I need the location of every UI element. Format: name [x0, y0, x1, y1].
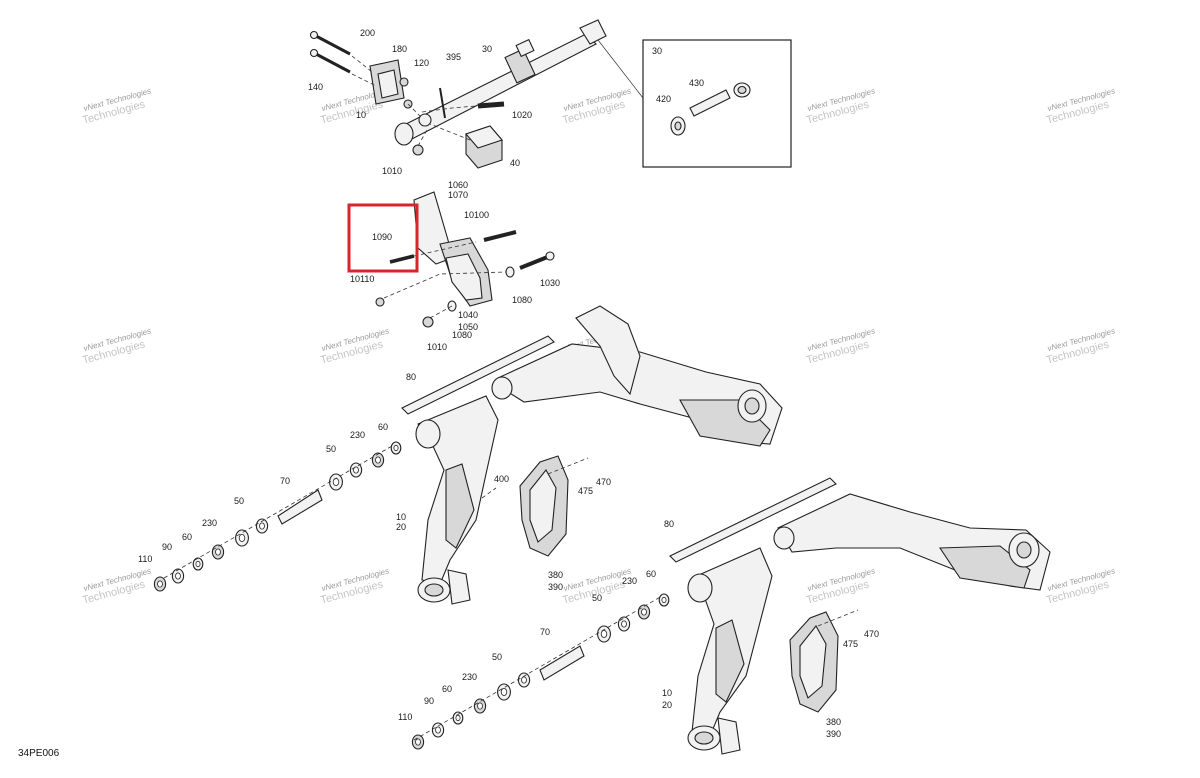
callout-label: 395 [446, 52, 461, 62]
washer-bore [157, 580, 163, 588]
washer-bore [641, 608, 647, 616]
washer-bore [353, 466, 359, 474]
callout-label: 20 [396, 522, 406, 532]
callout-label: 10110 [350, 274, 374, 284]
washer-bore [238, 534, 246, 543]
callout-label: 70 [280, 476, 290, 486]
inset-label: 430 [689, 78, 704, 88]
callout-label: 1080 [512, 295, 532, 305]
callout-layer: 2001801201403953010201010104010601070101… [138, 28, 879, 739]
inset-label: 420 [656, 94, 671, 104]
washer-bore [259, 522, 265, 530]
washer-bore [500, 688, 508, 697]
callout-label: 200 [360, 28, 375, 38]
callout-label: 1070 [448, 190, 468, 200]
washer-bore [195, 560, 201, 568]
callout-label: 1020 [512, 110, 532, 120]
washer-bore [600, 630, 608, 639]
callout-label: 230 [622, 576, 637, 586]
callout-label: 80 [406, 372, 416, 382]
callout-label: 380 [826, 717, 841, 727]
callout-label: 470 [596, 477, 611, 487]
callout-label: 10 [356, 110, 366, 120]
callout-label: 50 [326, 444, 336, 454]
callout-label: 120 [414, 58, 429, 68]
steering-shaft-assembly [309, 19, 607, 169]
callout-label: 1060 [448, 180, 468, 190]
lower-a-arm-assembly [411, 477, 1051, 755]
callout-label: 30 [482, 44, 492, 54]
washer-bore [477, 702, 483, 710]
callout-label: 10 [396, 512, 406, 522]
callout-label: 380 [548, 570, 563, 580]
washer-bore [661, 596, 667, 604]
callout-label: 230 [350, 430, 365, 440]
callout-label: 140 [308, 82, 323, 92]
callout-label: 400 [494, 474, 509, 484]
callout-label: 1040 [458, 310, 478, 320]
callout-label: 475 [843, 639, 858, 649]
callout-label: 110 [398, 712, 412, 722]
callout-label: 50 [234, 496, 244, 506]
callout-label: 80 [664, 519, 674, 529]
callout-label: 390 [826, 729, 841, 739]
callout-label: 90 [424, 696, 434, 706]
washer-bore [415, 738, 421, 746]
callout-label: 20 [662, 700, 672, 710]
callout-label: 230 [462, 672, 477, 682]
callout-label: 50 [592, 593, 602, 603]
callout-label: 1080 [452, 330, 472, 340]
upper-a-arm-assembly [153, 305, 783, 605]
callout-label: 60 [442, 684, 452, 694]
washer-bore [393, 444, 399, 452]
callout-label: 470 [864, 629, 879, 639]
callout-label: 1050 [458, 322, 478, 332]
callout-label: 10 [662, 688, 672, 698]
washer-bore [621, 620, 627, 628]
bracket-assembly [375, 191, 555, 328]
callout-label: 90 [162, 542, 172, 552]
diagram-code: 34PE006 [18, 748, 60, 759]
highlight-box [347, 203, 419, 273]
callout-label: 230 [202, 518, 217, 528]
callout-label: 475 [578, 486, 593, 496]
washer-bore [521, 676, 527, 684]
callout-label: 60 [378, 422, 388, 432]
inset-title: 30 [652, 46, 662, 56]
washer-bore [175, 572, 181, 580]
callout-label: 70 [540, 627, 550, 637]
washer-bore [435, 726, 441, 734]
callout-label: 40 [510, 158, 520, 168]
callout-label: 390 [548, 582, 563, 592]
callout-label: 1030 [540, 278, 560, 288]
callout-label: 60 [646, 569, 656, 579]
callout-label: 50 [492, 652, 502, 662]
washer-bore [455, 714, 461, 722]
callout-label: 180 [392, 44, 407, 54]
callout-label: 110 [138, 554, 152, 564]
washer-bore [215, 548, 221, 556]
callout-label: 1010 [427, 342, 447, 352]
callout-label: 10100 [464, 210, 489, 220]
detail-inset: 30 430 420 [597, 39, 792, 168]
washer-bore [375, 456, 381, 464]
callout-label: 1010 [382, 166, 402, 176]
callout-label: 60 [182, 532, 192, 542]
callout-label: 1090 [372, 232, 392, 242]
